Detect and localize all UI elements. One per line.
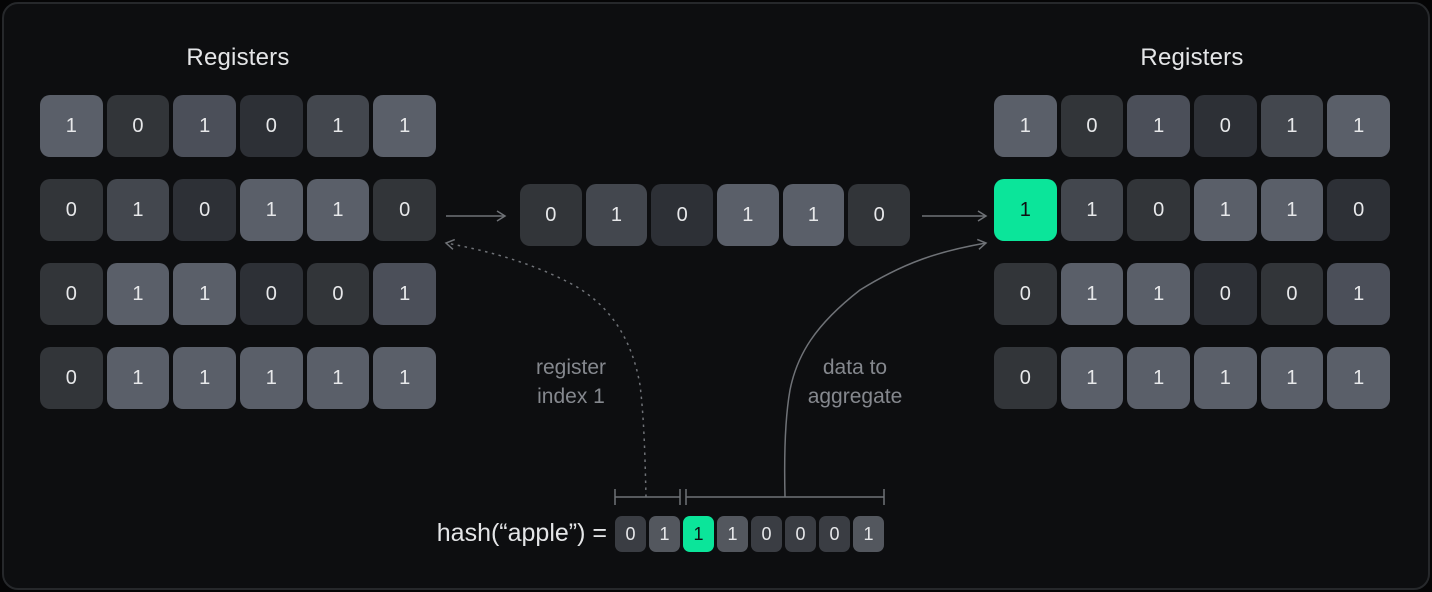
- register-cell: 0: [40, 179, 103, 241]
- register-cell: 1: [240, 347, 303, 409]
- register-cell: 1: [994, 179, 1057, 241]
- register-cell: 1: [40, 95, 103, 157]
- register-cell: 0: [306, 263, 370, 325]
- hash-bit-cell: 1: [649, 516, 680, 552]
- register-cell: 1: [106, 347, 170, 409]
- register-cell: 0: [40, 347, 103, 409]
- register-cell: 1: [240, 179, 303, 241]
- register-cell: 0: [1260, 263, 1324, 325]
- register-cell: 1: [717, 184, 779, 246]
- hash-bit-cell: 0: [819, 516, 850, 552]
- register-cell: 0: [40, 263, 103, 325]
- register-cell: 1: [173, 95, 236, 157]
- left-registers-title: Registers: [186, 44, 290, 71]
- register-cell: 1: [106, 263, 170, 325]
- register-cell: 1: [1060, 263, 1124, 325]
- hash-bit-cell: 0: [615, 516, 646, 552]
- register-cell: 1: [373, 263, 436, 325]
- register-index-label: register index 1: [535, 356, 607, 409]
- register-cell: 0: [1194, 95, 1257, 157]
- register-cell: 1: [1260, 95, 1324, 157]
- register-cell: 1: [373, 347, 436, 409]
- hash-apple-label: hash(“apple”) =: [436, 519, 607, 547]
- register-cell: 0: [240, 95, 303, 157]
- hash-bit-cell: 1: [683, 516, 714, 552]
- register-cell: 0: [1327, 179, 1390, 241]
- register-cell: 1: [1327, 263, 1390, 325]
- register-cell: 0: [994, 347, 1057, 409]
- register-cell: 1: [585, 184, 648, 246]
- register-cell: 1: [306, 179, 370, 241]
- register-cell: 0: [848, 184, 910, 246]
- register-cell: 0: [173, 179, 236, 241]
- register-cell: 1: [1127, 347, 1190, 409]
- register-cell: 1: [1194, 179, 1257, 241]
- register-cell: 1: [994, 95, 1057, 157]
- register-cell: 1: [1327, 347, 1390, 409]
- register-cell: 0: [106, 95, 170, 157]
- register-cell: 0: [1194, 263, 1257, 325]
- right-registers-title: Registers: [1140, 44, 1244, 71]
- register-cell: 1: [173, 263, 236, 325]
- register-cell: 0: [1060, 95, 1124, 157]
- register-cell: 1: [373, 95, 436, 157]
- hash-bit-cell: 1: [717, 516, 748, 552]
- register-cell: 0: [994, 263, 1057, 325]
- register-cell: 1: [173, 347, 236, 409]
- register-cell: 0: [520, 184, 582, 246]
- register-cell: 1: [1127, 263, 1190, 325]
- register-cell: 0: [240, 263, 303, 325]
- register-cell: 1: [1060, 179, 1124, 241]
- register-cell: 1: [1060, 347, 1124, 409]
- register-cell: 1: [1260, 347, 1324, 409]
- register-cell: 1: [1127, 95, 1190, 157]
- register-cell: 1: [306, 95, 370, 157]
- register-cell: 1: [1327, 95, 1390, 157]
- register-cell: 1: [1194, 347, 1257, 409]
- data-to-aggregate-label: data to aggregate: [807, 356, 903, 409]
- register-cell: 1: [782, 184, 845, 246]
- register-cell: 0: [651, 184, 713, 246]
- hash-bit-cell: 0: [751, 516, 782, 552]
- hash-bit-cell: 0: [785, 516, 816, 552]
- hash-bit-cell: 1: [853, 516, 884, 552]
- register-cell: 0: [1127, 179, 1190, 241]
- register-cell: 0: [373, 179, 436, 241]
- register-cell: 1: [1260, 179, 1324, 241]
- register-cell: 1: [306, 347, 370, 409]
- register-cell: 1: [106, 179, 170, 241]
